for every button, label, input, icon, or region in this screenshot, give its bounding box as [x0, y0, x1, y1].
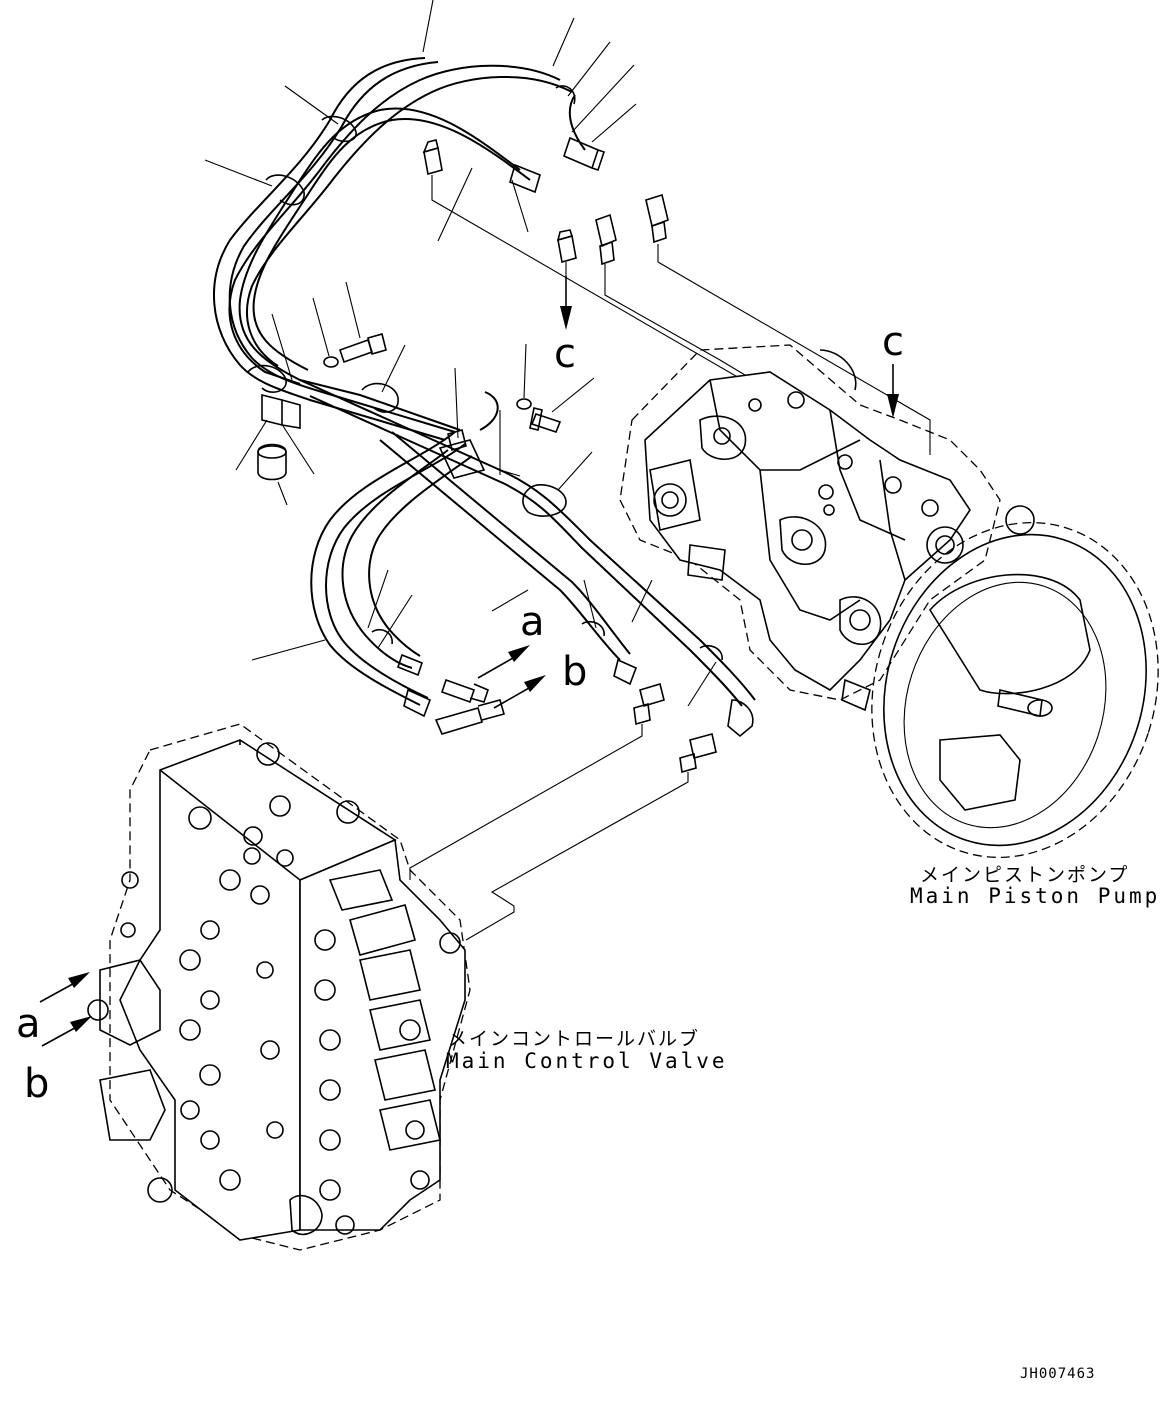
pump-label-ja: メインピストンポンプ [920, 864, 1130, 886]
main-control-valve [88, 724, 470, 1250]
main-piston-pump [620, 345, 1163, 895]
callout-b-left: b [24, 1061, 50, 1107]
drawing-reference-number: JH007463 [1020, 1366, 1096, 1382]
callout-a-left: a [16, 1001, 41, 1047]
valve-label-en: Main Control Valve [446, 1049, 728, 1073]
leader-lines [205, 0, 716, 706]
callout-b-mid: b [562, 649, 588, 695]
callout-c-top: c [554, 331, 576, 377]
pump-label-en: Main Piston Pump [910, 884, 1161, 908]
callout-a-mid: a [520, 599, 545, 645]
callout-arrows [40, 276, 899, 1046]
valve-label-ja: メインコントロールバルブ [448, 1028, 701, 1050]
hose-bundle [214, 58, 755, 736]
callout-c-right: c [882, 319, 904, 365]
fittings [324, 140, 716, 772]
